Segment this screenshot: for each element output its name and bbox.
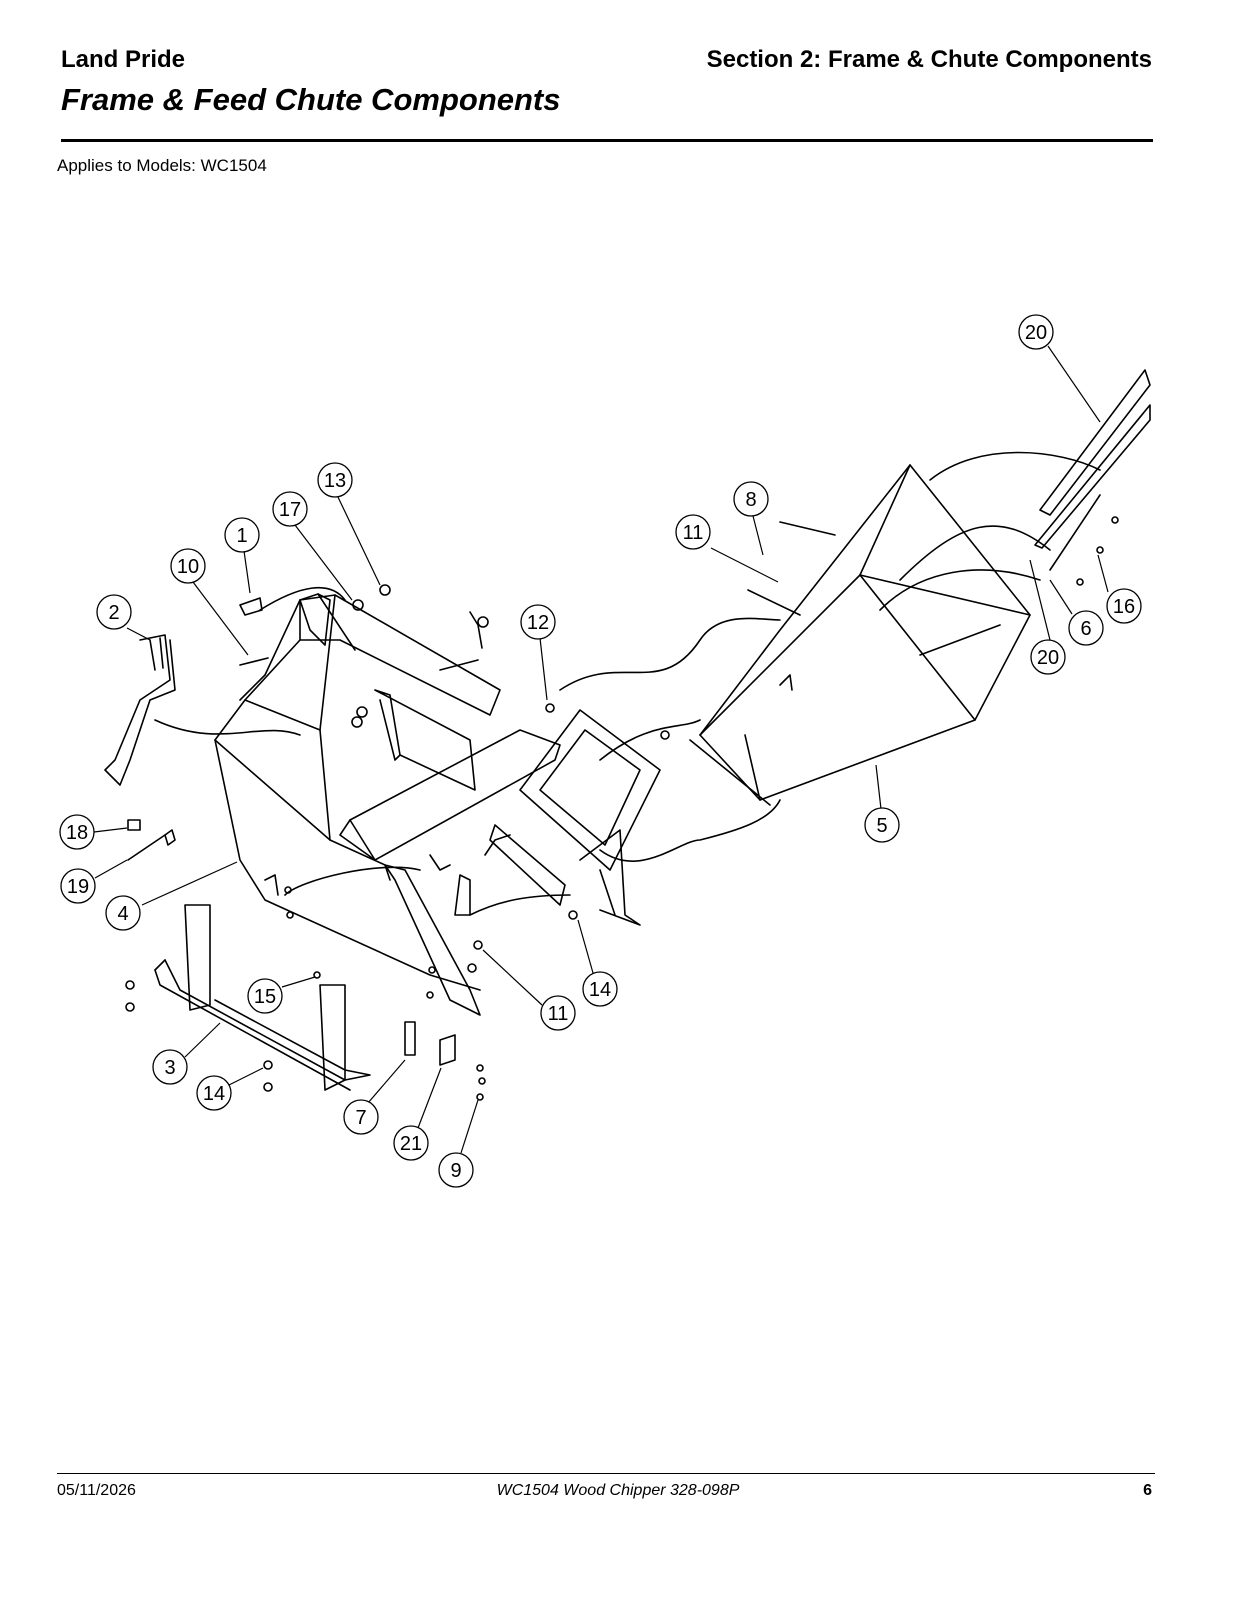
parts-drawing — [104, 369, 1151, 1101]
callout-18: 18 — [59, 814, 95, 850]
svg-text:1: 1 — [236, 525, 247, 547]
svg-text:20: 20 — [1037, 647, 1059, 669]
callout-14-bottom: 14 — [196, 1075, 232, 1111]
callout-21: 21 — [393, 1125, 429, 1161]
callout-7: 7 — [343, 1099, 379, 1135]
page-title: Frame & Feed Chute Components — [61, 82, 561, 117]
header-rule — [61, 139, 1153, 142]
callout-1: 1 — [224, 517, 260, 553]
callout-3: 3 — [152, 1049, 188, 1085]
footer-document-title: WC1504 Wood Chipper 328-098P — [496, 1482, 740, 1499]
callout-17: 17 — [272, 491, 308, 527]
svg-text:12: 12 — [527, 612, 549, 634]
callout-12: 12 — [520, 604, 556, 640]
svg-text:16: 16 — [1113, 596, 1135, 618]
callout-6: 6 — [1068, 610, 1104, 646]
svg-text:19: 19 — [67, 876, 89, 898]
svg-text:17: 17 — [279, 499, 301, 521]
callout-16: 16 — [1106, 588, 1142, 624]
svg-text:4: 4 — [117, 903, 128, 925]
svg-text:8: 8 — [745, 489, 756, 511]
callout-8: 8 — [733, 481, 769, 517]
callout-11-top: 11 — [675, 514, 711, 550]
footer-date: 05/11/2026 — [57, 1482, 136, 1499]
svg-text:13: 13 — [324, 470, 346, 492]
callout-10: 10 — [170, 548, 206, 584]
callout-9: 9 — [438, 1152, 474, 1188]
svg-text:14: 14 — [589, 979, 611, 1001]
callout-11-mid: 11 — [540, 995, 576, 1031]
page-number: 6 — [1143, 1482, 1152, 1499]
callout-20-bottom: 20 — [1030, 639, 1066, 675]
callout-4: 4 — [105, 895, 141, 931]
footer-rule — [57, 1473, 1155, 1474]
svg-text:15: 15 — [254, 986, 276, 1008]
svg-text:10: 10 — [177, 556, 199, 578]
leader-lines — [93, 345, 1109, 1154]
svg-text:5: 5 — [876, 815, 887, 837]
svg-text:9: 9 — [450, 1160, 461, 1182]
section-title: Section 2: Frame & Chute Components — [706, 46, 1152, 73]
svg-text:18: 18 — [66, 822, 88, 844]
svg-text:21: 21 — [400, 1133, 422, 1155]
callout-20-top: 20 — [1018, 314, 1054, 350]
callout-13: 13 — [317, 462, 353, 498]
svg-text:20: 20 — [1025, 322, 1047, 344]
callout-2: 2 — [96, 594, 132, 630]
svg-text:7: 7 — [355, 1107, 366, 1129]
svg-text:11: 11 — [683, 522, 704, 544]
svg-text:2: 2 — [108, 602, 119, 624]
applies-to-models: Applies to Models: WC1504 — [57, 156, 267, 175]
callout-19: 19 — [60, 868, 96, 904]
svg-text:11: 11 — [548, 1003, 569, 1025]
callout-5: 5 — [864, 807, 900, 843]
parts-diagram: 20 13 17 1 10 2 8 11 12 16 6 20 5 18 19 … — [59, 314, 1151, 1188]
callout-14-mid: 14 — [582, 971, 618, 1007]
brand-name: Land Pride — [61, 46, 186, 73]
svg-text:6: 6 — [1080, 618, 1091, 640]
svg-text:3: 3 — [164, 1057, 175, 1079]
callout-15: 15 — [247, 978, 283, 1014]
svg-text:14: 14 — [203, 1083, 225, 1105]
